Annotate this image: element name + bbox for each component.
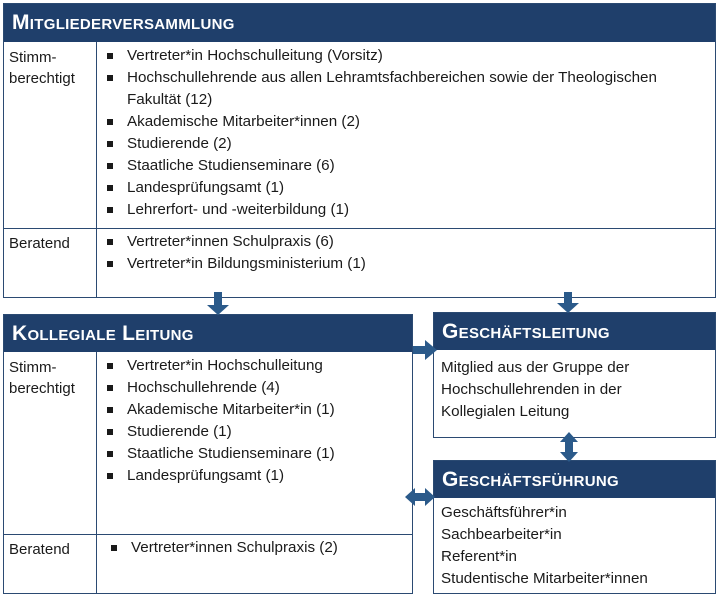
- mitgliederversammlung-box: Mitgliederversammlung Stimm- berechtigt …: [3, 3, 716, 298]
- mv-stimmberechtigt-list: Vertreter*in Hochschulleitung (Vorsitz)H…: [97, 45, 711, 221]
- geschaeftsfuehrung-header: Geschäftsführung: [434, 461, 715, 498]
- kl-stimmberechtigt-label: Stimm- berechtigt: [4, 352, 97, 534]
- kl-stimmberechtigt-item: Hochschullehrende (4): [97, 377, 408, 399]
- geschaeftsleitung-box: Geschäftsleitung Mitglied aus der Gruppe…: [433, 312, 716, 438]
- mv-stimmberechtigt-item: Hochschullehrende aus allen Lehramtsfach…: [97, 67, 711, 111]
- geschaeftsfuehrung-title: Geschäftsführung: [442, 467, 619, 491]
- mv-stimmberechtigt-item: Landesprüfungsamt (1): [97, 177, 711, 199]
- geschaeftsleitung-line: Hochschullehrenden in der: [441, 381, 622, 398]
- kl-beratend-item: Vertreter*innen Schulpraxis (2): [101, 537, 408, 559]
- kl-beratend-label: Beratend: [4, 534, 97, 593]
- kl-stimmberechtigt-item: Vertreter*in Hochschulleitung: [97, 355, 408, 377]
- mitgliederversammlung-title: Mitgliederversammlung: [12, 11, 235, 34]
- mv-row-divider: [4, 228, 715, 229]
- geschaeftsleitung-title: Geschäftsleitung: [442, 319, 610, 343]
- arrow-kollegiale-leitung-to-geschaeftsleitung: [413, 340, 437, 360]
- kl-stimmberechtigt-item: Akademische Mitarbeiter*in (1): [97, 399, 408, 421]
- mv-beratend-item: Vertreter*in Bildungsministerium (1): [97, 253, 711, 275]
- kl-stimmberechtigt-item: Staatliche Studienseminare (1): [97, 443, 408, 465]
- geschaeftsfuehrung-line: Referent*in: [441, 548, 517, 565]
- mv-stimmberechtigt-label: Stimm- berechtigt: [4, 42, 97, 228]
- kl-stimmberechtigt-row: Stimm- berechtigt Vertreter*in Hochschul…: [4, 352, 412, 534]
- kl-beratend-list: Vertreter*innen Schulpraxis (2): [101, 537, 408, 559]
- geschaeftsfuehrung-line: Studentische Mitarbeiter*innen: [441, 570, 648, 587]
- kl-stimmberechtigt-item: Studierende (1): [97, 421, 408, 443]
- arrow-kollegiale-leitung-geschaeftsfuehrung: [405, 488, 435, 506]
- mitgliederversammlung-header: Mitgliederversammlung: [4, 4, 715, 42]
- mv-stimmberechtigt-item: Staatliche Studienseminare (6): [97, 155, 711, 177]
- kl-beratend-row: Beratend Vertreter*innen Schulpraxis (2): [4, 534, 412, 593]
- kollegiale-leitung-box: Kollegiale Leitung Stimm- berechtigt Ver…: [3, 314, 413, 594]
- mv-stimmberechtigt-item: Studierende (2): [97, 133, 711, 155]
- mv-stimmberechtigt-item: Vertreter*in Hochschulleitung (Vorsitz): [97, 45, 711, 67]
- kl-stimmberechtigt-item: Landesprüfungsamt (1): [97, 465, 408, 487]
- geschaeftsleitung-line: Mitglied aus der Gruppe der: [441, 359, 630, 376]
- kollegiale-leitung-title: Kollegiale Leitung: [12, 321, 194, 345]
- kollegiale-leitung-header: Kollegiale Leitung: [4, 315, 412, 352]
- mv-stimmberechtigt-item: Akademische Mitarbeiter*innen (2): [97, 111, 711, 133]
- mv-beratend-label: Beratend: [4, 228, 97, 297]
- geschaeftsleitung-header: Geschäftsleitung: [434, 313, 715, 350]
- arrow-mv-to-kollegiale-leitung: [207, 292, 229, 315]
- mv-beratend-item: Vertreter*innen Schulpraxis (6): [97, 231, 711, 253]
- mv-beratend-row: Beratend Vertreter*innen Schulpraxis (6)…: [4, 228, 715, 297]
- kl-row-divider: [4, 534, 412, 535]
- geschaeftsleitung-line: Kollegialen Leitung: [441, 403, 570, 420]
- mv-beratend-list: Vertreter*innen Schulpraxis (6)Vertreter…: [97, 231, 711, 275]
- mv-stimmberechtigt-row: Stimm- berechtigt Vertreter*in Hochschul…: [4, 42, 715, 228]
- geschaeftsfuehrung-line: Sachbearbeiter*in: [441, 526, 562, 543]
- geschaeftsfuehrung-line: Geschäftsführer*in: [441, 504, 567, 521]
- arrow-mv-to-geschaeftsleitung: [557, 292, 579, 313]
- arrow-geschaeftsleitung-geschaeftsfuehrung: [560, 432, 578, 462]
- mv-stimmberechtigt-item: Lehrerfort- und -weiterbildung (1): [97, 199, 711, 221]
